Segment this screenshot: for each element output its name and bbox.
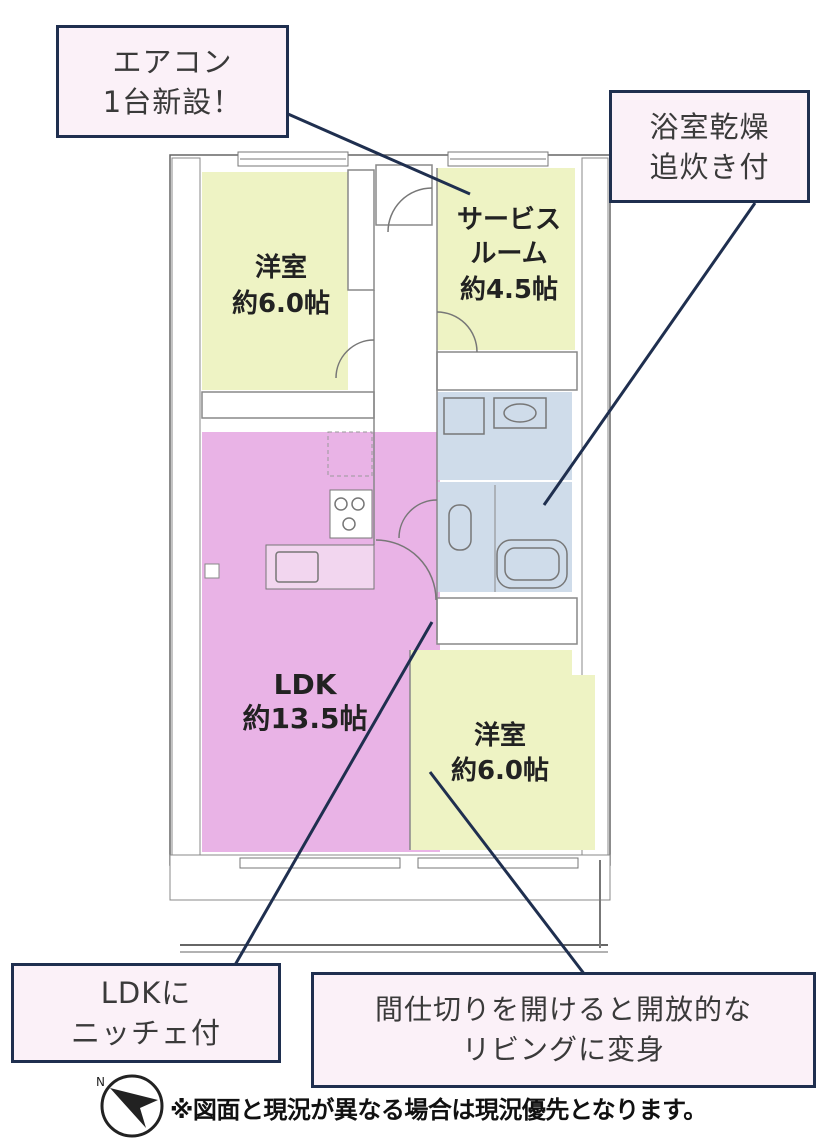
callout-partition-line2: リビングに変身 bbox=[461, 1033, 665, 1066]
callout-bath-line2: 追炊き付 bbox=[649, 149, 770, 184]
north-compass-icon: N bbox=[96, 1074, 164, 1138]
room-size-ldk: 約13.5帖 bbox=[242, 702, 367, 735]
callout-ldk-line2: ニッチェ付 bbox=[70, 1016, 221, 1050]
callout-ldk-line1: LDKに bbox=[100, 976, 192, 1010]
callout-ldk-niche: LDKに ニッチェ付 bbox=[11, 963, 281, 1063]
room-size-service: 約4.5帖 bbox=[460, 274, 558, 305]
interior-walls bbox=[201, 164, 578, 850]
room-label-service-1: サービス bbox=[457, 205, 561, 235]
callout-partition: 間仕切りを開けると開放的な リビングに変身 bbox=[311, 972, 816, 1088]
room-size-western-nw: 約6.0帖 bbox=[232, 288, 330, 319]
wet-area-washroom bbox=[437, 392, 572, 480]
door-swings bbox=[335, 187, 478, 601]
callout-aircon-line1: エアコン bbox=[112, 44, 233, 79]
callout-partition-line1: 間仕切りを開けると開放的な bbox=[374, 993, 752, 1026]
svg-text:N: N bbox=[96, 1075, 105, 1089]
callout-bath-line1: 浴室乾燥 bbox=[649, 109, 770, 144]
callout-leaders bbox=[233, 112, 757, 976]
callout-bath: 浴室乾燥 追炊き付 bbox=[609, 90, 810, 203]
wet-area-bath bbox=[437, 482, 572, 592]
room-label-western-se: 洋室 bbox=[474, 720, 526, 751]
room-western-nw bbox=[202, 172, 348, 390]
room-label-western-nw: 洋室 bbox=[255, 252, 307, 283]
room-western-se bbox=[410, 650, 595, 850]
room-label-ldk: LDK bbox=[274, 668, 338, 701]
disclaimer-text: ※図面と現況が異なる場合は現況優先となります。 bbox=[170, 1096, 707, 1124]
bath-fixtures bbox=[443, 397, 568, 592]
callout-aircon-line2: 1台新設！ bbox=[102, 84, 243, 119]
room-label-service-2: ルーム bbox=[470, 239, 547, 269]
kitchen-fixtures bbox=[204, 431, 375, 590]
room-size-western-se: 約6.0帖 bbox=[451, 755, 549, 786]
callout-aircon: エアコン 1台新設！ bbox=[56, 25, 289, 138]
